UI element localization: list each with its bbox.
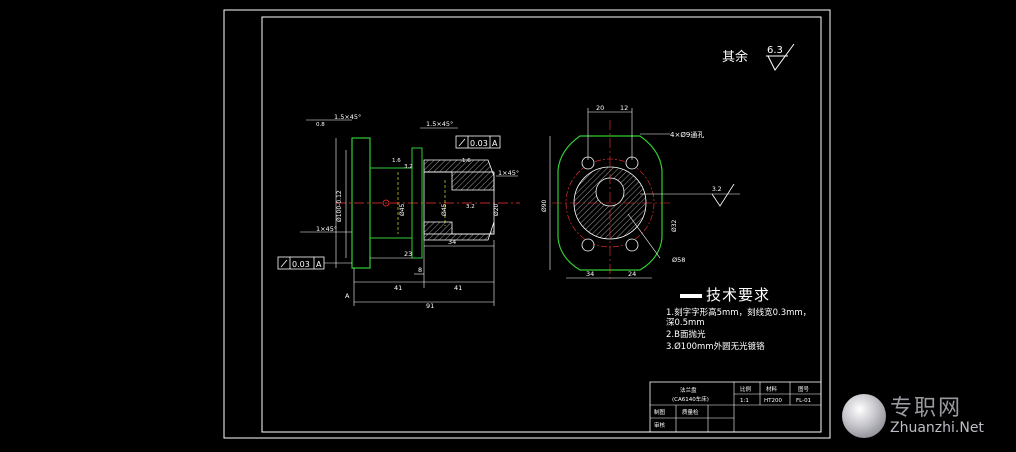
roughness-value: 3.2: [466, 204, 475, 210]
bolt-hole: [625, 238, 639, 252]
diameter-label: Ø100-0.12: [336, 190, 343, 222]
tolerance-frame-top: 0.03 A: [455, 135, 501, 149]
top-dim: 20: [596, 104, 604, 112]
roughness-value: 1.6: [392, 158, 401, 164]
chamfer-label: 1×45°: [316, 225, 337, 233]
bore-outline: [423, 171, 495, 235]
roughness-value: 3.2: [404, 164, 413, 170]
part-name: 法兰盘: [680, 386, 697, 394]
svg-text:0.03: 0.03: [470, 139, 488, 148]
tb-value: 1:1: [740, 398, 749, 404]
small-hole-mark: [382, 199, 390, 207]
side-roughness: 3.2: [711, 183, 735, 207]
tb-header: 材料: [766, 385, 778, 393]
diameter-label: Ø45: [441, 203, 448, 216]
tb-row-label: 审核: [654, 421, 666, 429]
requirement-line: 3.Ø100mm外圆无光镀铬: [666, 342, 765, 352]
dimension-label: 91: [426, 302, 434, 310]
roughness-value: 0.8: [316, 122, 325, 128]
dimension-label: 8: [418, 266, 422, 274]
requirements-title: 技术要求: [706, 286, 771, 304]
bottom-dim: 34: [586, 270, 594, 278]
title-block: 法兰盘 (CA6140车床) 比例 材料 图号 1:1 HT200 FL-01 …: [649, 381, 822, 433]
requirements-bar: [680, 294, 702, 298]
bolt-hole: [581, 238, 595, 252]
svg-text:A: A: [316, 260, 322, 269]
diag-dim: Ø58: [672, 256, 685, 264]
chamfer-label: 1.5×45°: [426, 120, 453, 128]
diameter-label: Ø45: [399, 203, 406, 216]
svg-text:3.2: 3.2: [712, 186, 722, 193]
watermark-cn: 专职网: [890, 396, 963, 421]
chamfer-label: 1.5×45°: [334, 113, 361, 121]
hole-note: 4×Ø9通孔: [670, 130, 704, 139]
general-roughness-label: 其余: [722, 49, 748, 65]
roughness-symbol: [766, 43, 795, 71]
dimension-label: 34: [448, 238, 456, 246]
left-view: 1.5×45° 1.5×45° 1×45° 1×45° 0.8 1.6 1.6 …: [277, 113, 520, 310]
tb-row-label: 制图: [654, 408, 666, 416]
tolerance-frame-left: 0.03 A: [277, 256, 352, 270]
vertical-dim: Ø32: [671, 219, 678, 232]
side-dim: Ø90: [541, 199, 548, 212]
tb-row-extra: 质量检: [682, 408, 699, 416]
diameter-label: Ø20: [493, 203, 500, 216]
watermark: 专职网 Zhuanzhi.Net: [838, 388, 1010, 448]
bottom-dim: 24: [628, 270, 636, 278]
dimension-label: 41: [454, 284, 462, 292]
shoulder-outline: [411, 147, 423, 259]
watermark-logo-icon: [842, 394, 886, 438]
requirement-line: 1.刻字字形高5mm，刻线宽0.3mm，: [666, 308, 812, 318]
requirement-line: 深0.5mm: [666, 318, 705, 328]
requirement-line: 2.B面抛光: [666, 330, 706, 340]
watermark-en: Zhuanzhi.Net: [890, 420, 984, 436]
flange-face-outline: [557, 135, 663, 271]
dimension-label: 41: [394, 284, 402, 292]
hatched-section-bottom: [423, 221, 495, 241]
dimension-label: 23: [404, 250, 412, 258]
right-view: 20 12 4×Ø9通孔 Ø90 Ø58 Ø32 34 24 3.2: [541, 104, 740, 282]
general-roughness: 其余 6.3: [722, 43, 795, 71]
outer-frame: [223, 9, 831, 439]
svg-text:0.03: 0.03: [292, 260, 310, 269]
tb-value: FL-01: [796, 398, 811, 404]
hatched-section-top: [423, 159, 495, 191]
top-dim: 12: [620, 104, 628, 112]
chamfer-label: 1×45°: [498, 169, 519, 177]
part-sub: (CA6140车床): [672, 395, 709, 403]
tb-header: 图号: [798, 385, 810, 393]
inner-frame: [261, 16, 822, 433]
svg-text:A: A: [492, 139, 498, 148]
tb-header: 比例: [740, 385, 752, 393]
datum-label: A: [345, 292, 350, 300]
roughness-value: 1.6: [462, 158, 471, 164]
general-roughness-value: 6.3: [767, 45, 783, 56]
tb-value: HT200: [764, 398, 782, 404]
